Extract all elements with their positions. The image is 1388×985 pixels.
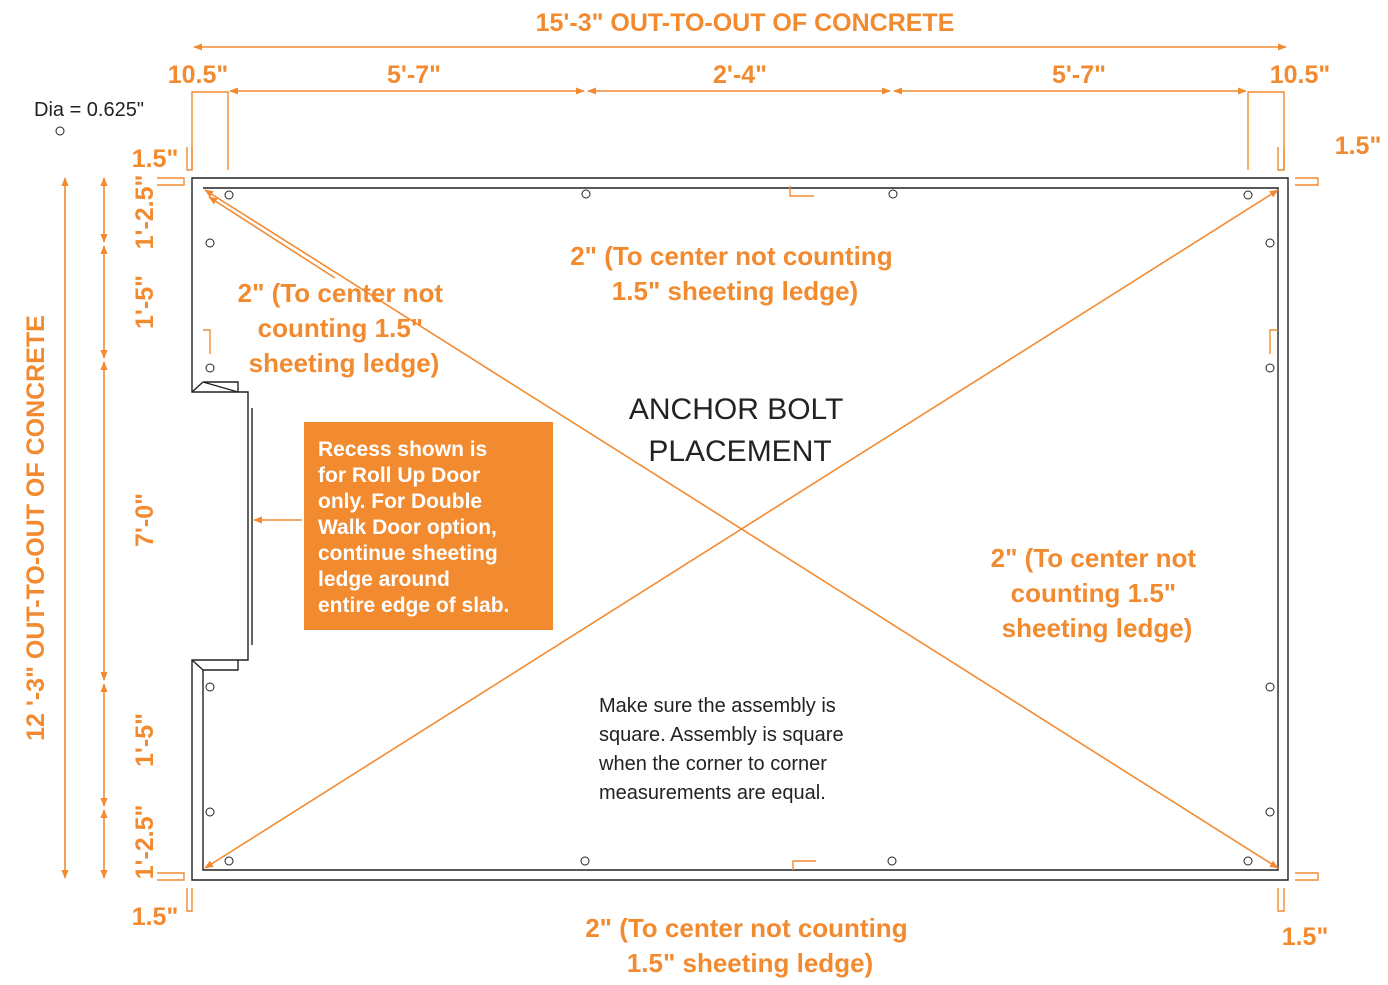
offset-bracket-right <box>1247 91 1285 170</box>
ledge-tick <box>186 147 193 171</box>
diagram-title: ANCHOR BOLT PLACEMENT <box>629 393 851 468</box>
anchor-bolt <box>1265 363 1275 373</box>
anchor-bolt <box>887 856 897 866</box>
recess-corner-bottom <box>191 659 204 671</box>
ledge-tick <box>789 186 814 197</box>
anchor-bolt <box>1265 682 1275 692</box>
ledge-tick <box>1269 329 1278 354</box>
anchor-bolt <box>888 189 898 199</box>
anchor-bolt <box>205 363 215 373</box>
square-check-note: Make sure the assembly is square. Assemb… <box>598 695 849 804</box>
note-bottom: 2" (To center not counting 1.5" sheeting… <box>585 913 915 978</box>
ledge-label-top-right: 1.5" <box>1335 132 1382 160</box>
top-dimensions: 15'-3" OUT-TO-OUT OF CONCRETE 10.5" 5'-7… <box>168 9 1331 170</box>
span-middle-label: 2'-4" <box>713 61 767 89</box>
anchor-bolt <box>205 807 215 817</box>
ledge-label-top-left: 1.5" <box>132 145 179 173</box>
left-seg-5-label: 1'-2.5" <box>131 805 159 880</box>
offset-bracket-left <box>191 91 229 170</box>
note-top-center: 2" (To center not counting 1.5" sheeting… <box>570 241 900 306</box>
left-dimensions: 12 '-3" OUT-TO-OUT OF CONCRETE 1'-2.5" 1… <box>22 175 159 880</box>
anchor-bolt <box>1243 856 1253 866</box>
anchor-bolt <box>224 190 234 200</box>
overall-height-label: 12 '-3" OUT-TO-OUT OF CONCRETE <box>22 315 50 741</box>
ledge-tick <box>157 872 185 881</box>
top-left-offset-label: 10.5" <box>168 61 229 89</box>
top-right-offset-label: 10.5" <box>1270 61 1331 89</box>
ledge-label-bottom-left: 1.5" <box>132 903 179 931</box>
ledge-tick <box>1277 888 1285 912</box>
callout-box <box>304 422 553 630</box>
anchor-bolt <box>205 682 215 692</box>
callout-text: Recess shown is for Roll Up Door only. F… <box>318 438 509 617</box>
ledge-tick <box>157 177 185 186</box>
overall-width-label: 15'-3" OUT-TO-OUT OF CONCRETE <box>536 9 955 37</box>
anchor-bolt <box>224 856 234 866</box>
note-top-left: 2" (To center not counting 1.5" sheeting… <box>238 278 451 378</box>
anchor-bolt <box>205 238 215 248</box>
anchor-bolt <box>580 856 590 866</box>
left-seg-2-label: 1'-5" <box>131 275 159 329</box>
note-right: 2" (To center not counting 1.5" sheeting… <box>991 543 1204 643</box>
note-top-left-leader <box>208 196 336 279</box>
ledge-tick <box>1295 872 1319 881</box>
anchor-bolt <box>1265 238 1275 248</box>
span-right-label: 5'-7" <box>1052 61 1106 89</box>
ledge-tick <box>186 888 193 912</box>
left-seg-4-label: 1'-5" <box>131 713 159 767</box>
left-seg-3-label: 7'-0" <box>131 493 159 547</box>
recess-callout: Recess shown is for Roll Up Door only. F… <box>253 422 553 630</box>
recess-corner-top <box>191 381 204 393</box>
left-seg-1-label: 1'-2.5" <box>131 175 159 250</box>
ledge-tick <box>203 329 211 354</box>
ledge-tick <box>1295 177 1319 186</box>
bolt-diameter-note: Dia = 0.625" <box>34 99 144 121</box>
ledge-tick <box>1277 147 1285 171</box>
bolt-legend-symbol <box>55 126 65 136</box>
anchor-bolt <box>1265 807 1275 817</box>
ledge-tick <box>792 860 816 870</box>
ledge-label-bottom-right: 1.5" <box>1282 923 1329 951</box>
anchor-bolt <box>581 189 591 199</box>
span-left-label: 5'-7" <box>387 61 441 89</box>
diagonals <box>204 189 1279 869</box>
anchor-bolt <box>1243 190 1253 200</box>
diagonal-line-b <box>204 189 1279 869</box>
